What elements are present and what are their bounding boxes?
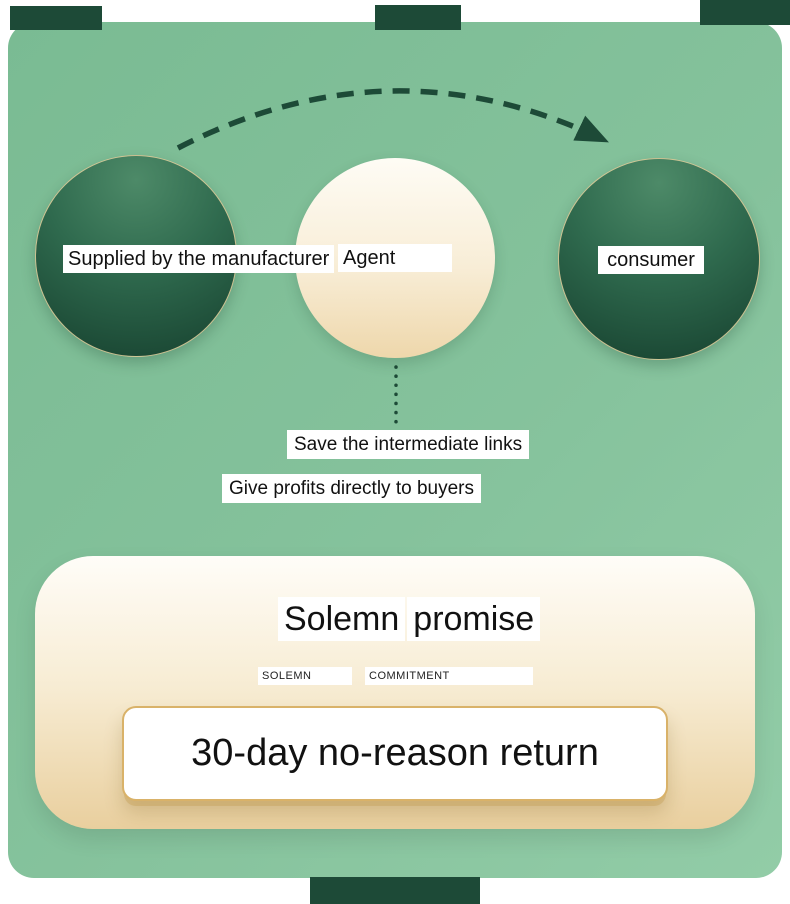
corner-block-top-left [10, 6, 102, 30]
promise-tag-commitment: COMMITMENT [365, 667, 533, 685]
return-policy-badge: 30-day no-reason return [122, 706, 668, 801]
label-agent: Agent [338, 244, 452, 272]
promise-title-left: Solemn [278, 597, 406, 641]
note-profits: Give profits directly to buyers [222, 474, 481, 503]
promise-title-right: promise [407, 597, 541, 641]
corner-block-bottom-center [310, 877, 480, 904]
corner-block-top-right [700, 0, 790, 25]
label-manufacturer: Supplied by the manufacturer [63, 245, 335, 273]
label-consumer: consumer [598, 246, 704, 274]
promise-title: Solemn promise [278, 597, 541, 641]
note-save-links: Save the intermediate links [287, 430, 530, 459]
corner-block-top-center [375, 5, 461, 30]
promise-tag-solemn: SOLEMN [258, 667, 352, 685]
